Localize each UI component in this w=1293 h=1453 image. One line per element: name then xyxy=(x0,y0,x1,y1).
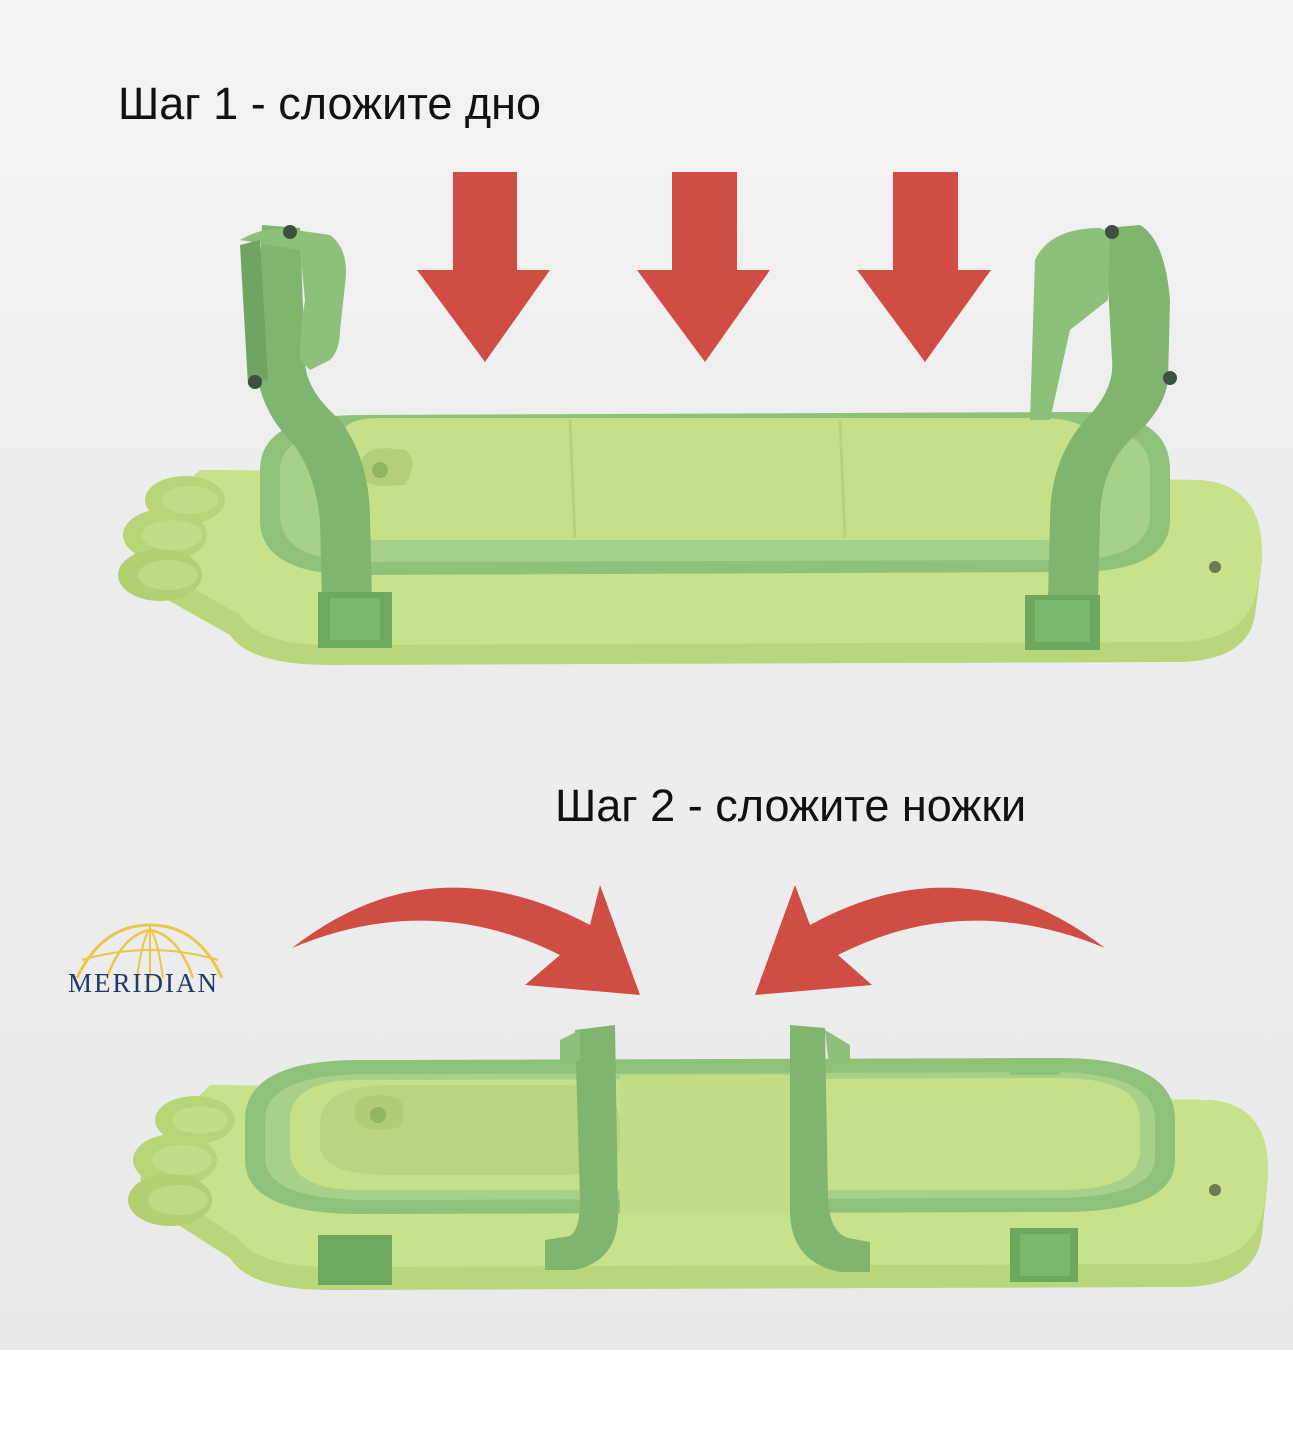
down-arrow-center xyxy=(637,172,770,362)
tub-step1 xyxy=(118,225,1263,665)
step-2-caption: Шаг 2 - сложите ножки xyxy=(555,780,1027,831)
down-arrow-right xyxy=(857,172,991,362)
meridian-globe-icon xyxy=(75,923,224,979)
meridian-logo-text: MERIDIAN xyxy=(68,968,219,998)
tub-step2 xyxy=(128,1025,1269,1290)
curved-arrow-right xyxy=(755,885,1105,995)
folding-instructions-illustration xyxy=(118,172,1269,1290)
down-arrow-left xyxy=(417,172,550,362)
curved-arrow-left xyxy=(292,885,640,995)
step-1-caption: Шаг 1 - сложите дно xyxy=(118,78,541,129)
